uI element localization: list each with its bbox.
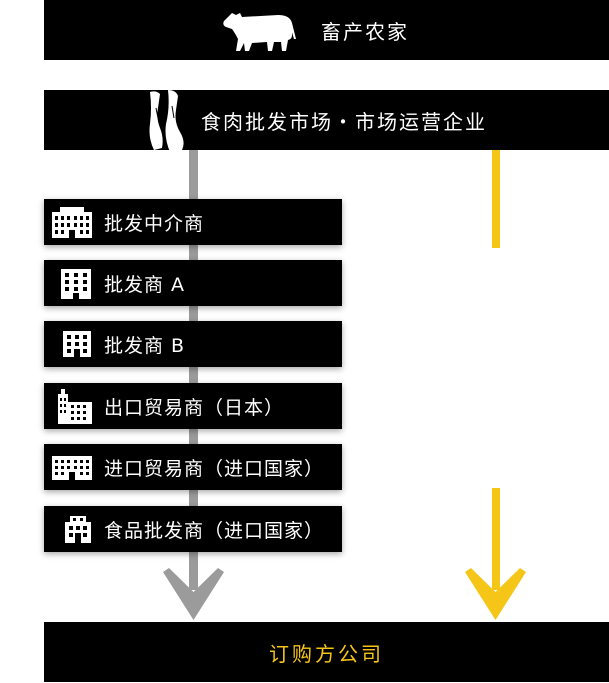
wide-building-icon (52, 456, 92, 480)
yellow-flow-line-top (492, 150, 500, 248)
stage-label: 出口贸易商（日本） (104, 396, 285, 419)
stage-label: 批发中介商 (104, 212, 205, 235)
tower-building-icon (58, 389, 92, 424)
meat-carcass-icon (149, 90, 184, 152)
stage-label: 进口贸易商（进口国家） (104, 457, 325, 480)
market-label: 食肉批发市场・市场运营企业 (201, 110, 487, 134)
stage-wholesale-broker: 批发中介商 (44, 199, 342, 245)
stage-importer: 进口贸易商（进口国家） (44, 444, 342, 490)
farmer-label: 畜产农家 (321, 20, 409, 44)
farmer-bar: 畜产农家 (44, 0, 609, 60)
stage-label: 食品批发商（进口国家） (104, 519, 325, 542)
stage-food-wholesaler: 食品批发商（进口国家） (44, 506, 342, 552)
stage-wholesaler-b: 批发商 B (44, 321, 342, 367)
gray-flow-line (189, 150, 198, 590)
stage-label: 批发商 B (104, 334, 186, 357)
stage-exporter-japan: 出口贸易商（日本） (44, 383, 342, 429)
office-building-icon (52, 207, 92, 238)
yellow-arrow-down-icon (465, 568, 526, 620)
gray-arrow-down-icon (163, 568, 224, 620)
yellow-flow-line-bottom (492, 488, 500, 590)
building-icon (61, 269, 91, 299)
shop-building-icon (65, 516, 91, 543)
building-icon (63, 331, 91, 357)
stage-label: 批发商 A (104, 273, 186, 296)
market-bar: 食肉批发市场・市场运营企业 (44, 90, 609, 152)
buyer-label: 订购方公司 (269, 641, 384, 666)
cow-icon (223, 13, 296, 51)
buyer-bar: 订购方公司 (44, 622, 609, 682)
stage-wholesaler-a: 批发商 A (44, 260, 342, 306)
